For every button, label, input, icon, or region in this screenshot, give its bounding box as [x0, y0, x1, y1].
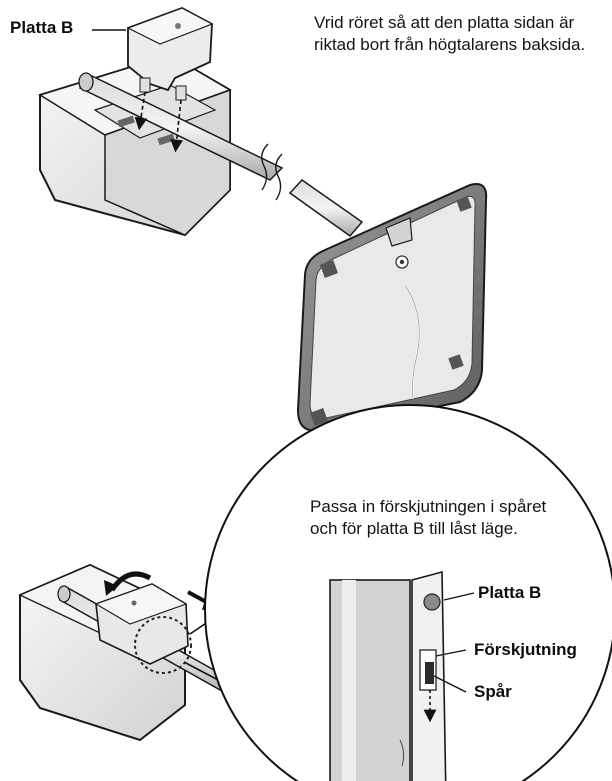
insert-arrow-right: [170, 99, 184, 153]
zoom-indicator: [134, 616, 192, 674]
label-plate-b-top: Platta B: [10, 18, 74, 37]
step1-instruction: Vrid röret så att den platta sidan är ri…: [314, 13, 586, 54]
insert-arrow-left: [134, 91, 148, 131]
label-groove: Spår: [474, 682, 512, 701]
stand-base: [296, 183, 488, 432]
detail-view: [329, 570, 447, 781]
label-offset: Förskjutning: [474, 640, 577, 659]
label-plate-b-detail: Platta B: [478, 583, 542, 602]
plate-b-top-part: [126, 7, 214, 101]
tube-top: [78, 72, 364, 238]
speaker-bottom-view: [18, 563, 248, 742]
step2-instruction: Passa in förskjutningen i spåret och för…: [310, 497, 547, 538]
